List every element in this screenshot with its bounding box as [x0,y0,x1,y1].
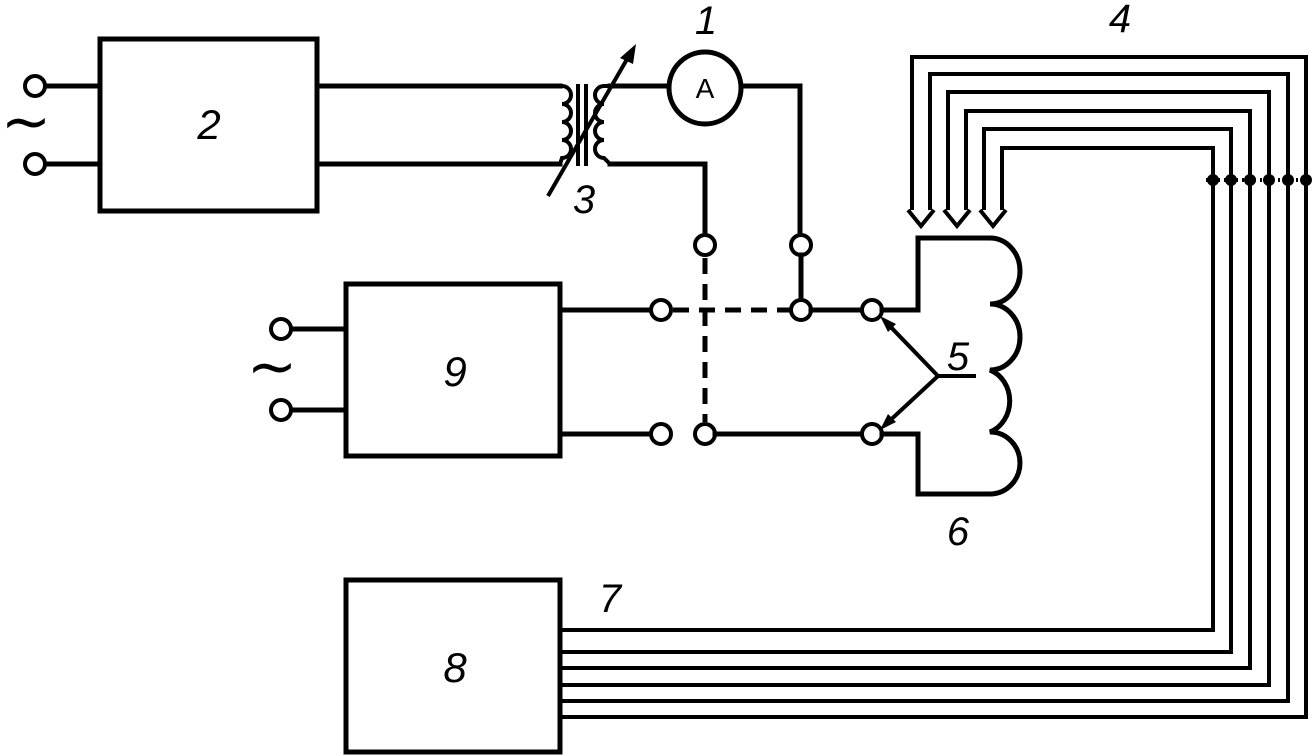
cable-callout-7: 7 [599,577,623,621]
block-8-label: 8 [443,644,467,691]
block-2-group: 2 ~ [1,36,563,214]
block-2-label: 2 [196,101,220,148]
junction-dot-4 [1263,174,1275,186]
secondary-lead-wire [607,161,708,239]
callout-5-arrowhead-top [880,316,896,332]
ammeter-callout-1: 1 [695,0,717,43]
switch-terminal-low-left [649,422,673,446]
switch-terminal-upper-right [789,233,813,257]
electrode-tip-1 [906,208,936,230]
block-2 [97,36,320,214]
junction-dot-3 [1244,174,1256,186]
bundle-wire-1 [561,55,1308,719]
junction-dot-6 [1300,174,1312,186]
transformer-callout-3: 3 [573,178,595,222]
switch-terminal-mid-left [649,298,673,322]
block-9-group: 9 ~ [247,281,654,459]
block-8-group: 8 7 [343,577,623,755]
bundle-callout-4: 4 [1109,0,1131,41]
callout-5-arrowhead-bottom [880,414,896,430]
junction-dot-1 [1207,174,1219,186]
bundle-wire-5 [561,127,1233,654]
block-9 [343,281,563,459]
electrode-bundle-4: 4 [561,0,1313,719]
block-9-input-terminal-top [269,317,293,341]
electrode-tip-3 [978,208,1008,230]
switch-terminal-mid-right [789,298,813,322]
coil-terminal-top [860,298,884,322]
transformer-secondary-winding [593,84,612,166]
block-2-input-terminal-bottom [23,152,47,176]
block-9-label: 9 [443,348,466,395]
ammeter-symbol: A [696,73,715,104]
callout-5-leader-bottom [882,374,940,428]
electrode-tip-2 [942,208,972,230]
callout-5-leader-top [882,318,940,378]
terminals-5: 5 [860,298,976,446]
block-2-input-terminal-top [23,74,47,98]
coil-6: 6 [879,235,1023,554]
bundle-wire-4 [561,109,1252,670]
ammeter-1: A 1 [607,0,803,239]
transformer-adjust-arrow [546,52,632,198]
ac-source-2-symbol: ~ [1,87,51,157]
terminals-callout-5: 5 [947,335,970,379]
transformer-primary-winding [558,84,573,165]
coil-terminal-bottom [860,422,884,446]
junction-dot-2 [1225,174,1237,186]
coil-winding [879,235,1023,497]
bundle-wire-3 [561,90,1271,687]
bundle-wire-2 [561,72,1290,703]
switch-terminal-low-right [693,422,717,446]
transformer-3: 3 [546,44,636,222]
bundle-wire-6 [561,146,1215,632]
switch-terminal-upper-left [693,233,717,257]
transformer-adjust-arrowhead [620,44,636,64]
block-8 [343,577,563,755]
coil-callout-6: 6 [947,510,970,554]
junction-dot-5 [1282,174,1294,186]
block-9-input-terminal-bottom [269,398,293,422]
ammeter-wire-right [738,83,803,239]
ac-source-9-symbol: ~ [247,332,297,402]
